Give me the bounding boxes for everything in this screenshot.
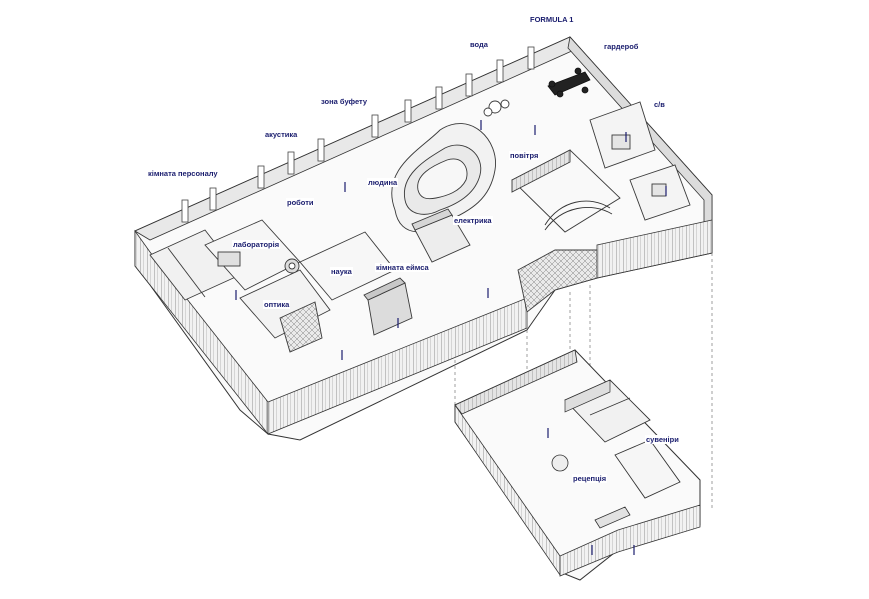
wall-front-bottom <box>267 297 528 435</box>
label-staff-room: кімната персоналу <box>147 169 219 178</box>
label-acoustics: акустика <box>264 130 299 139</box>
label-buffet: зона буфету <box>320 97 369 106</box>
ground-wall-back <box>454 349 578 415</box>
exhibit-markers <box>235 120 667 360</box>
label-laboratory: лабораторія <box>232 240 281 249</box>
label-human: людина <box>367 178 399 187</box>
projection-lines <box>454 253 713 508</box>
back-wall-windows <box>181 46 535 223</box>
label-ames-room: кімната еймса <box>375 263 430 272</box>
souvenirs-room <box>614 439 681 499</box>
label-reception: рецепція <box>572 474 608 483</box>
label-robots: роботи <box>286 198 315 207</box>
formula1-car <box>547 67 591 98</box>
ground-wall-front <box>559 504 701 577</box>
label-wardrobe: гардероб <box>603 42 640 51</box>
label-science: наука <box>330 267 353 276</box>
label-optics: оптика <box>263 300 291 309</box>
label-wc: с/в <box>653 100 666 109</box>
ground-floor <box>454 349 701 581</box>
main-floor <box>134 36 713 441</box>
label-formula1: FORMULA 1 <box>529 15 575 24</box>
label-electrics: електрика <box>453 216 493 225</box>
reception-desk <box>594 506 631 529</box>
label-air: повітря <box>509 151 540 160</box>
label-water: вода <box>469 40 489 49</box>
label-souvenirs: сувеніри <box>645 435 680 444</box>
